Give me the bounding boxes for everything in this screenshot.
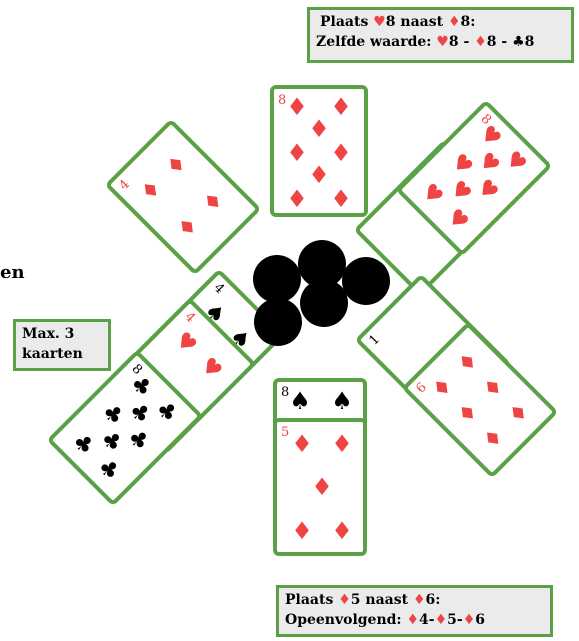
club-icon: ♣ (512, 34, 525, 50)
diamond-pip: ♦ (330, 139, 352, 167)
rule-line-1: Plaats ♦5 naast ♦6: (285, 590, 544, 610)
diamond-icon: ♦ (463, 612, 476, 628)
rule-line-2: Zelfde waarde: ♥8 - ♦8 - ♣8 (316, 32, 565, 52)
max-cards-line-2: kaarten (22, 344, 102, 364)
rule-line-2: Opeenvolgend: ♦4-♦5-♦6 (285, 610, 544, 630)
diamond-icon: ♦ (474, 34, 487, 50)
diamond-pip: ♦ (308, 115, 330, 143)
diamond-icon: ♦ (406, 612, 419, 628)
diamond-pip: ♦ (330, 185, 352, 213)
diamond-pip: ♦ (330, 93, 352, 121)
token[interactable] (253, 255, 301, 303)
card-top-eight-diamonds[interactable]: 8 ♦ ♦ ♦ ♦ ♦ ♦ ♦ ♦ (272, 87, 366, 215)
rule-box-consecutive: Plaats ♦5 naast ♦6: Opeenvolgend: ♦4-♦5-… (276, 585, 553, 637)
max-cards-line-1: Max. 3 (22, 324, 102, 344)
spade-pip: ♠ (331, 387, 353, 415)
diamond-pip: ♦ (308, 161, 330, 189)
clipped-label-fragment: en (0, 262, 25, 283)
rule-line-1: Plaats ♥8 naast ♦8: (316, 12, 565, 32)
diamond-pip: ♦ (311, 473, 333, 501)
token[interactable] (342, 257, 390, 305)
diamond-pip: ♦ (286, 93, 308, 121)
diamond-pip: ♦ (291, 517, 313, 545)
diamond-icon: ♦ (338, 592, 351, 608)
diamond-pip: ♦ (286, 139, 308, 167)
card-rank: 5 (281, 425, 289, 440)
card-rank: 8 (278, 93, 286, 108)
token[interactable] (300, 279, 348, 327)
spade-pip: ♠ (289, 387, 311, 415)
rule-box-max-cards: Max. 3 kaarten (13, 319, 111, 371)
card-rank: 8 (281, 385, 289, 400)
heart-icon: ♥ (436, 34, 449, 50)
heart-icon: ♥ (373, 14, 386, 30)
rule-box-same-value: Plaats ♥8 naast ♦8: Zelfde waarde: ♥8 - … (307, 7, 574, 63)
diamond-icon: ♦ (413, 592, 426, 608)
card-bottom-five-diamonds[interactable]: 5 ♦ ♦ ♦ ♦ ♦ (275, 420, 365, 554)
card-upper-left-four-diamonds[interactable]: 4 ♦ ♦ ♦ ♦ (107, 121, 258, 272)
diamond-icon: ♦ (435, 612, 448, 628)
diamond-pip: ♦ (331, 517, 353, 545)
diamond-icon: ♦ (448, 14, 461, 30)
token[interactable] (254, 298, 302, 346)
diamond-pip: ♦ (331, 430, 353, 458)
diamond-pip: ♦ (286, 185, 308, 213)
diamond-pip: ♦ (291, 430, 313, 458)
